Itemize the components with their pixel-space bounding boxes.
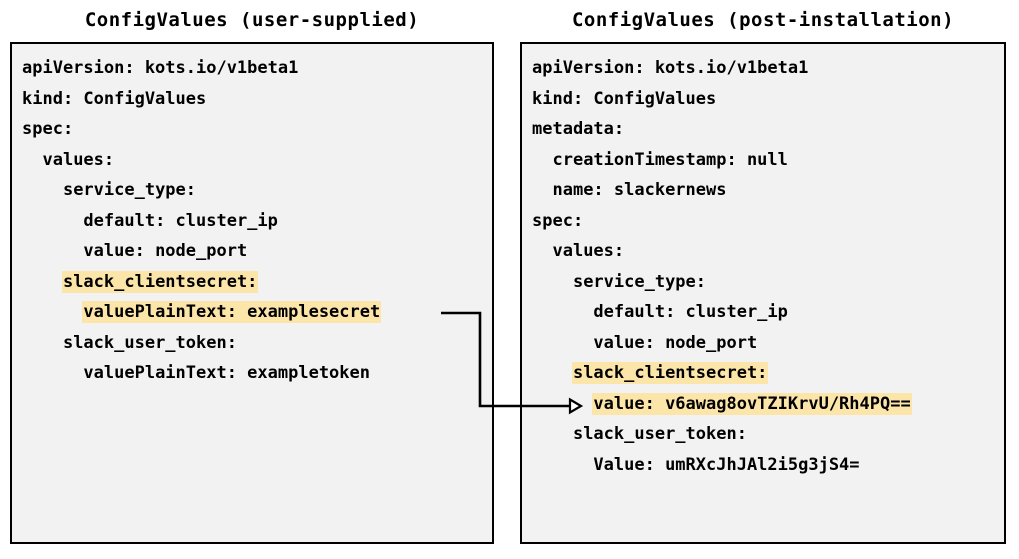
yaml-line: valuePlainText: exampletoken <box>22 358 482 389</box>
yaml-indent <box>22 150 42 170</box>
yaml-line: default: cluster_ip <box>22 206 482 237</box>
yaml-indent <box>532 394 593 414</box>
yaml-line: value: v6awag8ovTZIKrvU/Rh4PQ== <box>532 389 994 420</box>
yaml-line-text: creationTimestamp: null <box>552 149 788 170</box>
yaml-content-user-supplied: apiVersion: kots.io/v1beta1 kind: ConfigV… <box>12 53 492 389</box>
yaml-line: value: node_port <box>532 328 994 359</box>
yaml-line: valuePlainText: examplesecret <box>22 297 482 328</box>
yaml-line: metadata: <box>532 114 994 145</box>
yaml-line: default: cluster_ip <box>532 297 994 328</box>
yaml-indent <box>532 333 593 353</box>
yaml-indent <box>22 180 63 200</box>
yaml-line: kind: ConfigValues <box>22 84 482 115</box>
yaml-line: creationTimestamp: null <box>532 145 994 176</box>
yaml-line: apiVersion: kots.io/v1beta1 <box>22 53 482 84</box>
yaml-content-post-installation: apiVersion: kots.io/v1beta1 kind: ConfigV… <box>522 53 1004 480</box>
yaml-line-text: slack_user_token: <box>62 332 237 353</box>
yaml-line: Value: umRXcJhJAl2i5g3jS4= <box>532 450 994 481</box>
yaml-line-text: values: <box>42 149 115 170</box>
yaml-line-text: valuePlainText: exampletoken <box>83 363 370 383</box>
yaml-indent <box>532 272 573 292</box>
panel-post-installation: apiVersion: kots.io/v1beta1 kind: ConfigV… <box>520 42 1006 544</box>
yaml-line: value: node_port <box>22 236 482 267</box>
yaml-line: spec: <box>532 206 994 237</box>
yaml-line: slack_user_token: <box>22 328 482 359</box>
yaml-line-text: default: cluster_ip <box>593 302 788 322</box>
yaml-line: values: <box>532 236 994 267</box>
yaml-indent <box>22 211 83 231</box>
yaml-line: apiVersion: kots.io/v1beta1 <box>532 53 994 84</box>
yaml-line-text: apiVersion: kots.io/v1beta1 <box>22 58 299 78</box>
yaml-line: spec: <box>22 114 482 145</box>
yaml-indent <box>22 363 83 383</box>
yaml-line-text: kind: ConfigValues <box>22 88 207 109</box>
yaml-line: values: <box>22 145 482 176</box>
yaml-line: name: slackernews <box>532 175 994 206</box>
yaml-line-text: value: node_port <box>593 332 758 353</box>
yaml-line-text: apiVersion: kots.io/v1beta1 <box>532 58 809 78</box>
yaml-line-text: valuePlainText: examplesecret <box>83 302 381 322</box>
yaml-indent <box>532 180 552 200</box>
yaml-line-text: service_type: <box>572 271 707 292</box>
yaml-line-text: Value: umRXcJhJAl2i5g3jS4= <box>593 454 860 475</box>
yaml-line: service_type: <box>22 175 482 206</box>
yaml-indent <box>22 333 63 353</box>
yaml-line: kind: ConfigValues <box>532 84 994 115</box>
yaml-line-text: name: slackernews <box>552 180 727 200</box>
yaml-line: service_type: <box>532 267 994 298</box>
yaml-indent <box>532 455 593 475</box>
yaml-line-text: service_type: <box>62 180 197 200</box>
yaml-indent <box>532 424 573 444</box>
yaml-line: slack_user_token: <box>532 419 994 450</box>
yaml-line-text: spec: <box>532 210 584 231</box>
yaml-line-text: values: <box>552 241 625 261</box>
yaml-line-text: slack_user_token: <box>572 424 747 444</box>
panel-user-supplied: apiVersion: kots.io/v1beta1 kind: ConfigV… <box>10 42 494 544</box>
yaml-line: slack_clientsecret: <box>532 358 994 389</box>
yaml-indent <box>22 241 83 261</box>
yaml-line-text: spec: <box>22 119 74 139</box>
yaml-line: slack_clientsecret: <box>22 267 482 298</box>
panel-title-user-supplied: ConfigValues (user-supplied) <box>84 9 420 31</box>
yaml-indent <box>532 302 593 322</box>
yaml-line-text: metadata: <box>532 119 625 139</box>
yaml-indent <box>22 302 83 322</box>
yaml-line-text: value: node_port <box>83 241 248 261</box>
yaml-line-text: slack_clientsecret: <box>62 271 258 292</box>
yaml-line-text: kind: ConfigValues <box>532 88 717 109</box>
panel-title-post-installation: ConfigValues (post-installation) <box>571 9 955 31</box>
yaml-line-text: slack_clientsecret: <box>572 363 768 383</box>
yaml-line-text: value: v6awag8ovTZIKrvU/Rh4PQ== <box>593 393 911 414</box>
yaml-indent <box>22 272 63 292</box>
yaml-indent <box>532 363 573 383</box>
yaml-line-text: default: cluster_ip <box>83 210 278 231</box>
yaml-indent <box>532 150 552 170</box>
yaml-indent <box>532 241 552 261</box>
